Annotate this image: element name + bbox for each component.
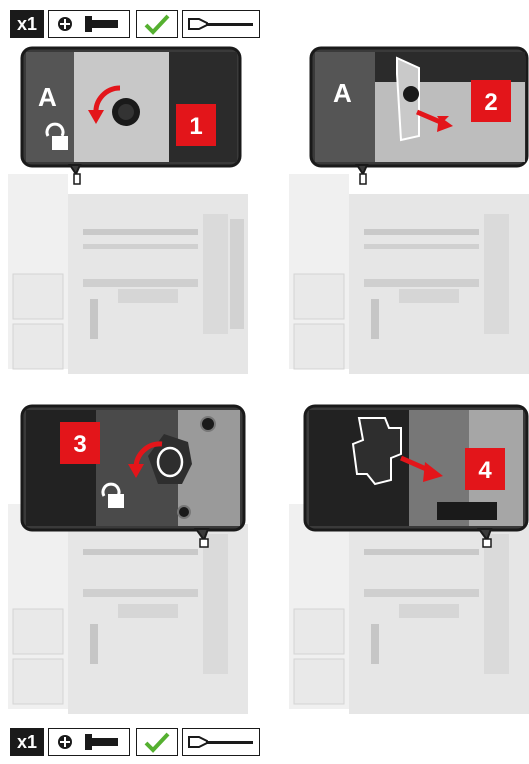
tool-box xyxy=(182,10,260,38)
screwdriver-icon xyxy=(185,13,257,35)
step-number: 2 xyxy=(484,89,497,116)
tool-strip-bottom: x1 xyxy=(10,728,260,756)
step-3-illustration: 3 xyxy=(8,384,248,724)
screw-icon xyxy=(51,730,127,754)
panel-letter-a: A xyxy=(38,82,57,112)
step-number: 4 xyxy=(478,457,492,484)
step-4-panel: 4 xyxy=(289,384,529,724)
tool-box xyxy=(182,728,260,756)
check-box xyxy=(136,728,178,756)
check-box xyxy=(136,10,178,38)
step-4-illustration: 4 xyxy=(289,384,529,724)
step-number: 1 xyxy=(189,113,202,140)
tool-strip-top: x1 xyxy=(10,10,260,38)
screw-icon xyxy=(51,12,127,36)
step-2-panel: A 2 xyxy=(289,44,529,384)
step-number: 3 xyxy=(73,431,86,458)
check-icon xyxy=(142,13,172,35)
step-3-panel: 3 xyxy=(8,384,248,724)
quantity-label: x1 xyxy=(10,10,44,38)
screw-box xyxy=(48,10,130,38)
panel-letter-a: A xyxy=(333,78,352,108)
step-1-illustration: A 1 xyxy=(8,44,248,384)
check-icon xyxy=(142,731,172,753)
screw-box xyxy=(48,728,130,756)
quantity-label: x1 xyxy=(10,728,44,756)
screwdriver-icon xyxy=(185,731,257,753)
step-2-illustration: A 2 xyxy=(289,44,529,384)
step-1-panel: A 1 xyxy=(8,44,248,384)
